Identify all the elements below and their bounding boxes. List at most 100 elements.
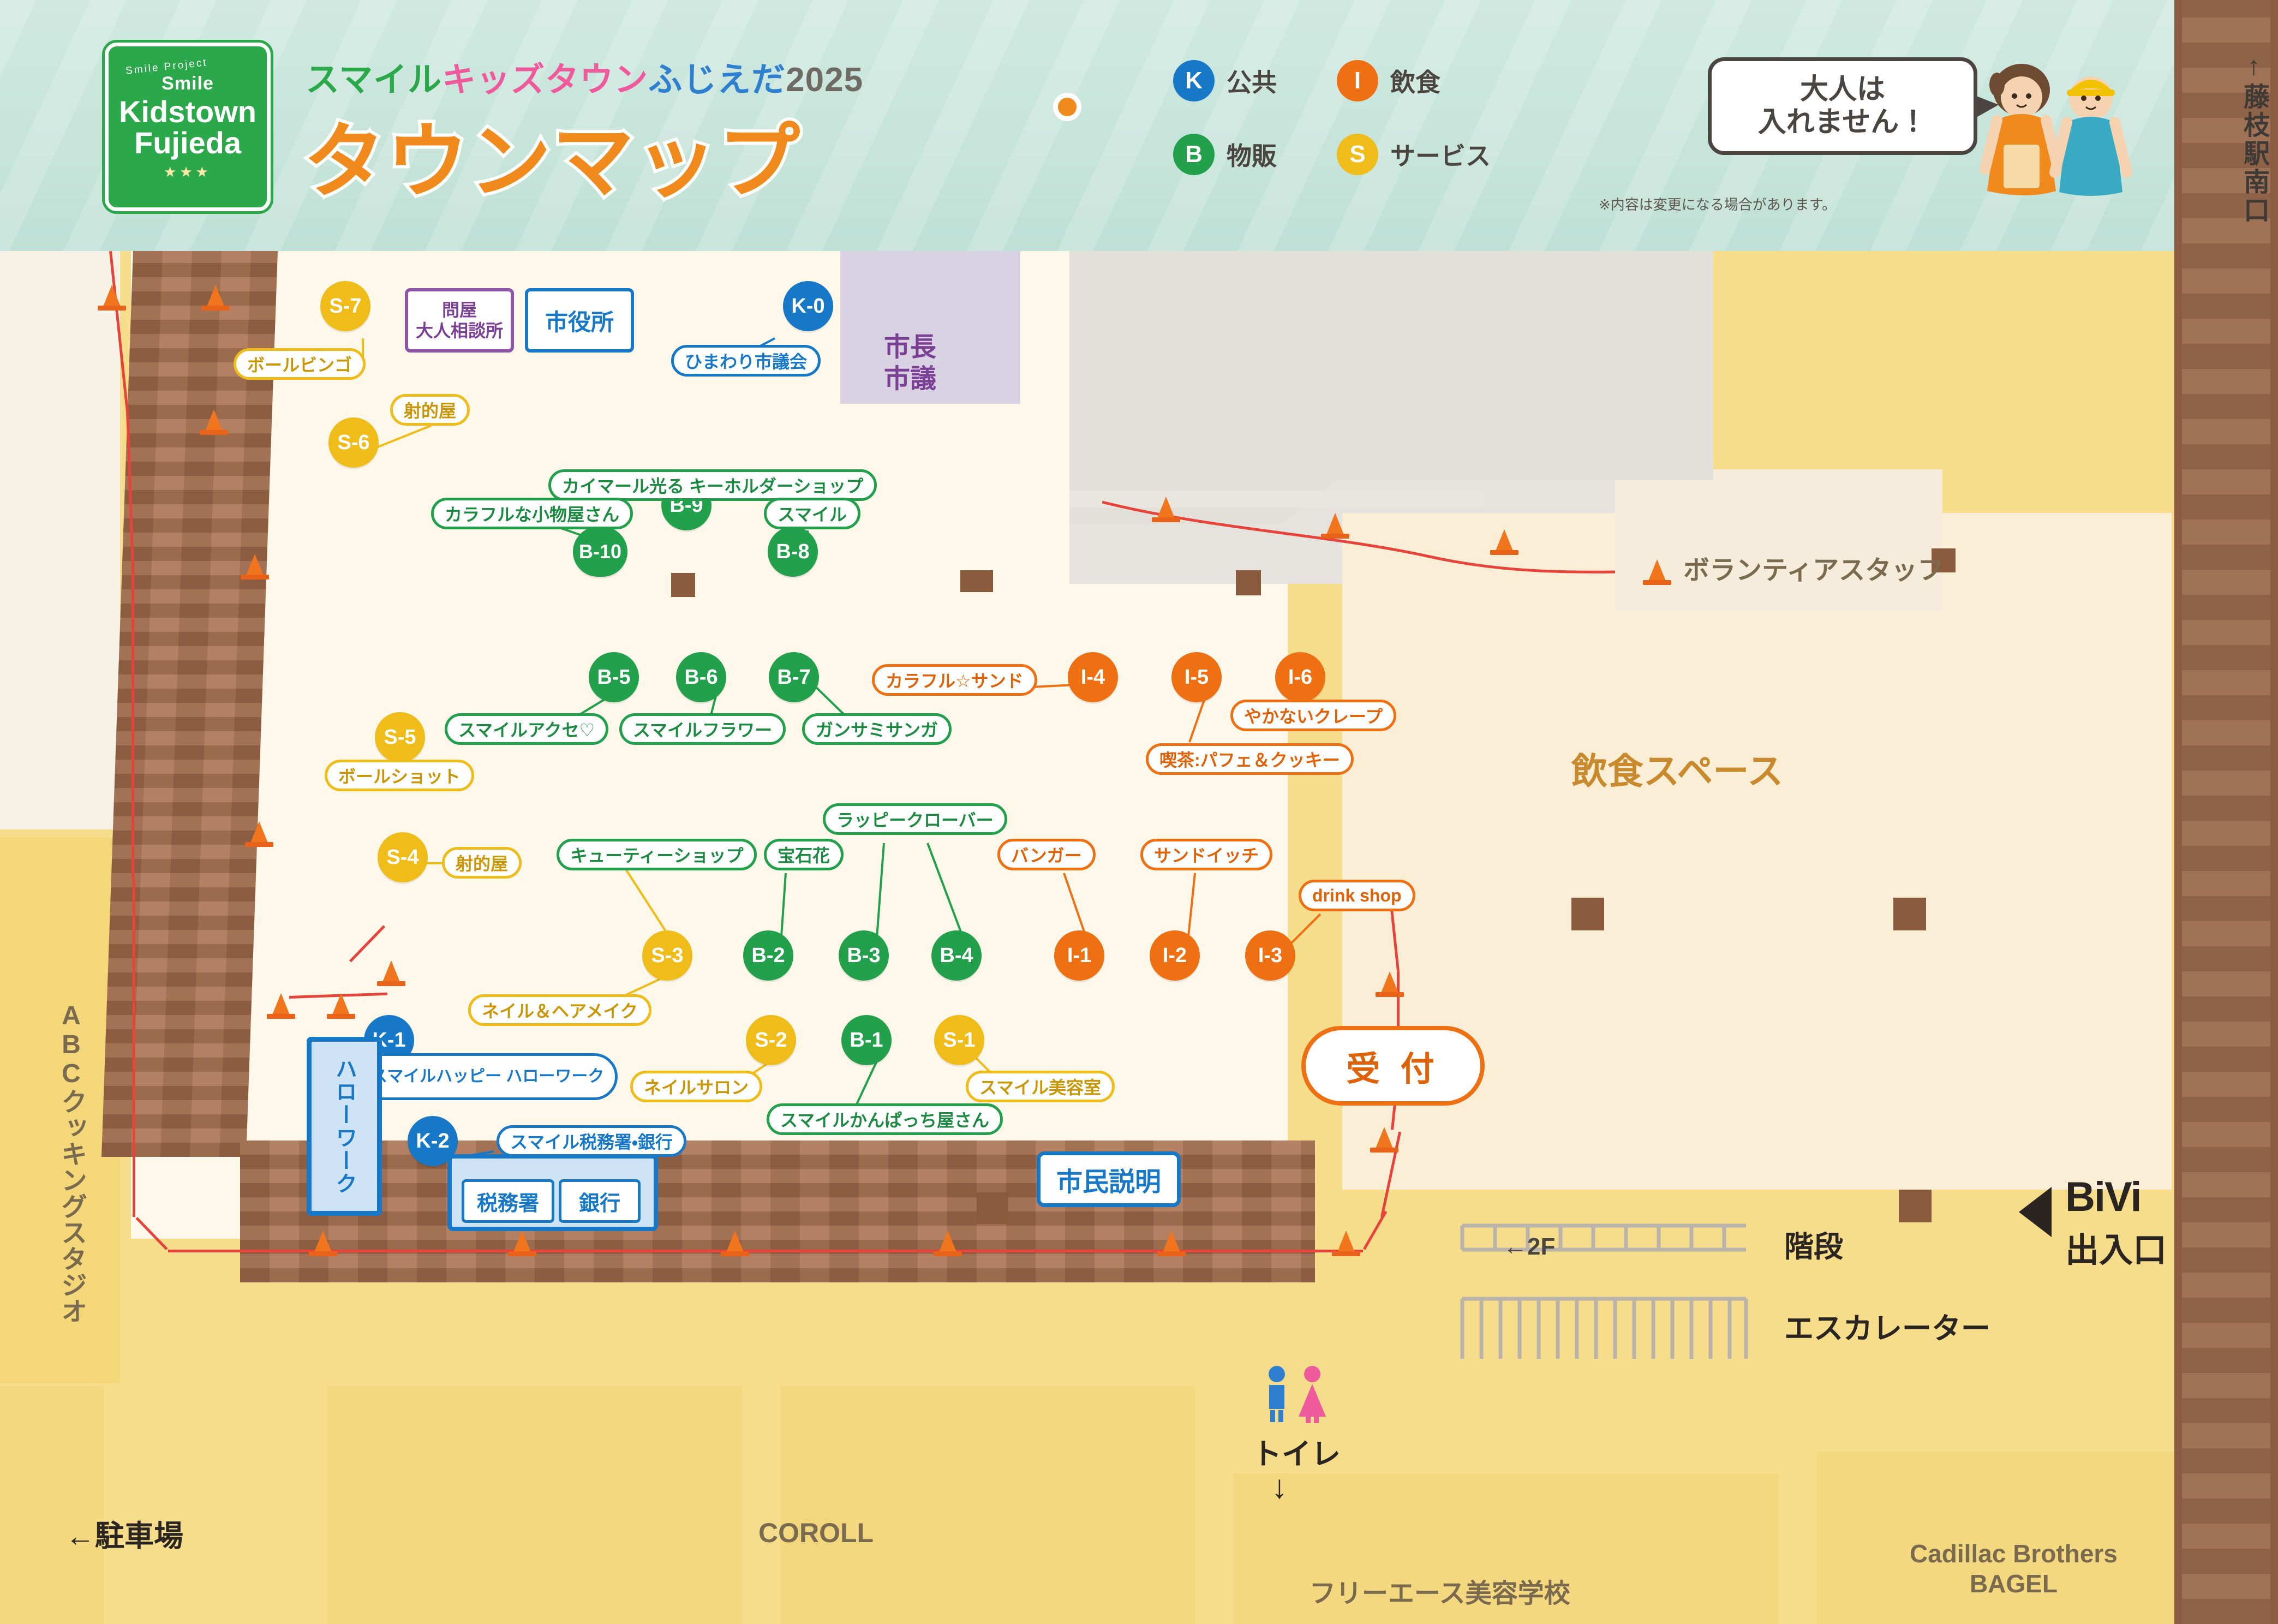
- reception-badge[interactable]: 受 付: [1301, 1026, 1485, 1106]
- pin-B-7[interactable]: B-7: [769, 652, 819, 702]
- pin-I-3[interactable]: I-3: [1245, 930, 1295, 981]
- label-ball-bingo[interactable]: ボールビンゴ: [234, 348, 366, 380]
- label-kissa-parfait-cookie[interactable]: 喫茶:パフェ＆クッキー: [1146, 743, 1354, 775]
- label-shateki-1[interactable]: 射的屋: [390, 394, 470, 426]
- pin-S-1[interactable]: S-1: [934, 1015, 984, 1065]
- pin-I-4[interactable]: I-4: [1068, 652, 1118, 702]
- page-title-outline: タウンマップ: [300, 112, 803, 211]
- traffic-cone-16: [1376, 971, 1404, 997]
- pin-I-6[interactable]: I-6: [1275, 652, 1325, 702]
- label-mayor: 市長: [884, 333, 937, 362]
- traffic-cone-14: [1332, 1231, 1360, 1256]
- title-sub-part-2: ふじえだ: [648, 61, 786, 99]
- toilet-icon: [1269, 1366, 1326, 1423]
- label-smile-accessory[interactable]: スマイルアクセ♡: [445, 713, 609, 745]
- floor-marker-1: [671, 573, 695, 597]
- label-smile-beauty-salon[interactable]: スマイル美容室: [966, 1071, 1115, 1102]
- pin-S-6[interactable]: S-6: [328, 417, 379, 468]
- zone-bottom-bagel: [1817, 1452, 2174, 1624]
- label-yakanai-crepe[interactable]: やかないクレープ: [1230, 700, 1397, 731]
- label-cadillac-line-1: Cadillac Brothers: [1910, 1539, 2118, 1568]
- pin-I-2[interactable]: I-2: [1150, 930, 1200, 981]
- label-smile-happy-hellowork[interactable]: スマイルハッピー ハローワーク: [357, 1053, 618, 1100]
- label-nail-hairmake[interactable]: ネイル＆ヘアメイク: [468, 994, 651, 1026]
- pin-S-5[interactable]: S-5: [375, 712, 425, 762]
- zone-bottom-2: [327, 1386, 742, 1624]
- tax-bank-building[interactable]: 税務署 銀行: [447, 1154, 658, 1231]
- pin-B-8[interactable]: B-8: [768, 527, 818, 577]
- citizen-briefing-badge[interactable]: 市民説明: [1037, 1151, 1181, 1207]
- label-smile-happy-hellowork-text: スマイルハッピー ハローワーク: [371, 1067, 605, 1085]
- pin-K-0[interactable]: K-0: [783, 281, 833, 331]
- box-wholesale-adult-consult[interactable]: 問屋 大人相談所: [405, 288, 514, 353]
- title-sub-part-3: 2025: [786, 61, 864, 99]
- pin-B-5[interactable]: B-5: [589, 652, 639, 702]
- traffic-cone-7: [327, 993, 355, 1019]
- label-smile-kanpacchi-ya[interactable]: スマイルかんぱっち屋さん: [767, 1103, 1003, 1135]
- floor-marker-4: [1932, 548, 1956, 572]
- label-ball-shot[interactable]: ボールショット: [325, 760, 475, 791]
- traffic-cone-6: [377, 960, 405, 986]
- label-lucky-clover[interactable]: ラッピークローバー: [823, 803, 1007, 835]
- label-stairs: 階段: [1784, 1231, 1843, 1263]
- pin-B-2[interactable]: B-2: [743, 930, 793, 981]
- label-coroll: COROLL: [758, 1518, 874, 1548]
- pin-S-4[interactable]: S-4: [378, 832, 428, 882]
- label-cadillac-brothers-bagel: Cadillac Brothers BAGEL: [1910, 1539, 2118, 1599]
- pin-S-3[interactable]: S-3: [642, 930, 692, 981]
- logo-stars: ★★★: [164, 163, 212, 180]
- label-mayor-council: 市長 市議: [884, 332, 936, 395]
- label-sandwich[interactable]: サンドイッチ: [1140, 839, 1273, 870]
- label-bivi-entrance: 出入口: [2065, 1232, 2167, 1269]
- label-smile-flower[interactable]: スマイルフラワー: [619, 713, 786, 745]
- title-sub-part-1: キッズタウン: [442, 61, 649, 99]
- logo-line-3: Fujieda: [134, 126, 242, 160]
- label-shateki-2[interactable]: 射的屋: [442, 847, 522, 879]
- label-nail-salon[interactable]: ネイルサロン: [630, 1071, 763, 1102]
- label-drink-shop[interactable]: drink shop: [1299, 880, 1415, 911]
- label-cutie-shop[interactable]: キューティーショップ: [557, 839, 757, 870]
- legend-item-service: S サービス: [1337, 134, 1491, 175]
- pin-B-3[interactable]: B-3: [839, 930, 889, 981]
- traffic-cone-4: [241, 554, 269, 580]
- station-corridor-texture: [2182, 0, 2270, 1624]
- pin-B-4[interactable]: B-4: [931, 930, 982, 981]
- label-himawari-council[interactable]: ひまわり市議会: [671, 345, 821, 377]
- traffic-cone-5: [245, 821, 273, 847]
- legend-label-goods: 物販: [1227, 142, 1277, 170]
- box-city-hall[interactable]: 市役所: [525, 288, 634, 353]
- label-colorful-komonoya[interactable]: カラフルな小物屋さん: [431, 498, 633, 529]
- label-colorful-sand[interactable]: カラフル☆サンド: [872, 664, 1037, 696]
- label-bivi: BiVi: [2065, 1174, 2142, 1220]
- hellowork-building[interactable]: ハローワーク: [307, 1037, 382, 1216]
- pin-B-6[interactable]: B-6: [676, 652, 726, 702]
- station-direction-label: ↑藤枝駅南口: [2239, 52, 2268, 225]
- legend-item-food: I 飲食: [1337, 60, 1440, 101]
- toilet-direction-arrow-icon: ↓: [1271, 1468, 1288, 1505]
- traffic-cone-19: [1490, 529, 1518, 555]
- label-smile[interactable]: スマイル: [764, 498, 861, 529]
- pin-I-5[interactable]: I-5: [1171, 652, 1222, 702]
- legend-label-service: サービス: [1390, 142, 1491, 170]
- stairs-graphic: [1457, 1217, 1751, 1392]
- pin-K-2[interactable]: K-2: [408, 1116, 458, 1166]
- title-decorative-dot: [1053, 93, 1081, 121]
- label-burger[interactable]: バンガー: [997, 839, 1096, 870]
- pin-S-7[interactable]: S-7: [320, 281, 370, 331]
- pin-S-2[interactable]: S-2: [746, 1015, 796, 1065]
- tax-office-cell[interactable]: 税務署: [462, 1179, 554, 1223]
- pin-I-1[interactable]: I-1: [1054, 930, 1104, 981]
- traffic-cone-2: [201, 285, 230, 311]
- pin-B-10[interactable]: B-10: [573, 527, 627, 577]
- legend-icon-goods: B: [1173, 134, 1215, 175]
- label-gunsa-misanga[interactable]: ガンサミサンガ: [802, 713, 952, 745]
- label-kaimaru-keyholder-shop[interactable]: カイマール光る キーホルダーショップ: [548, 469, 877, 501]
- label-smile-tax-bank[interactable]: スマイル税務署・銀行: [497, 1125, 686, 1157]
- zone-bottom-left-1: [0, 1386, 104, 1624]
- zone-bottom-beauty-school: [1233, 1473, 1779, 1624]
- bank-cell[interactable]: 銀行: [559, 1179, 641, 1223]
- pin-B-1[interactable]: B-1: [841, 1015, 892, 1065]
- town-map[interactable]: K-0 B-9 B-10 B-8 B-5 B-6 B-7 I-4 I-5 I-6…: [0, 251, 2174, 1624]
- zone-left-top: [0, 251, 120, 829]
- label-hosekika[interactable]: 宝石花: [764, 839, 844, 870]
